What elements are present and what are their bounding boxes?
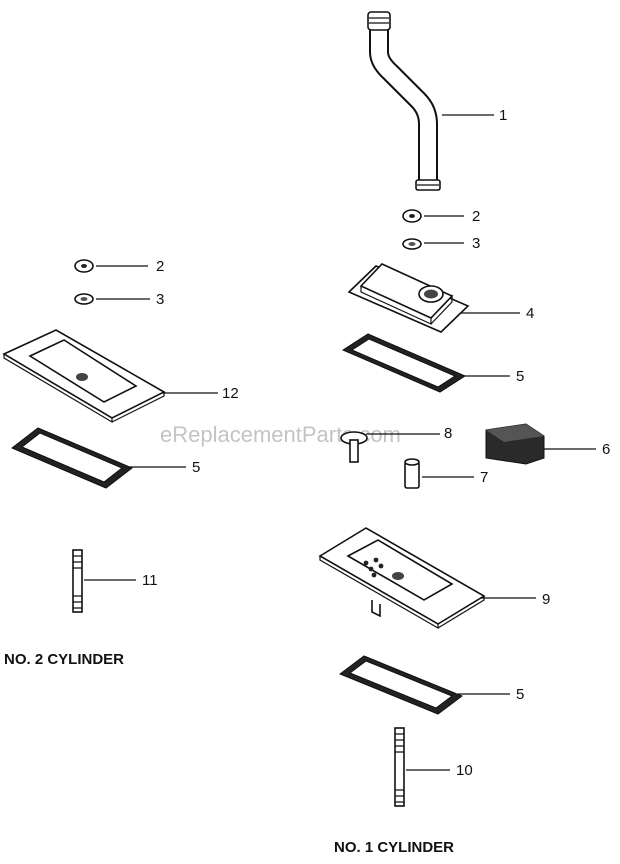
callout-spacer: 7 [480, 469, 488, 486]
group-label-no2-cylinder: NO. 2 CYLINDER [4, 651, 124, 668]
screw [340, 431, 368, 463]
breather-tube [367, 11, 441, 191]
callout-gasket-left: 5 [192, 459, 200, 476]
callout-gasket-right-lower: 5 [516, 686, 524, 703]
nut-right [402, 209, 422, 223]
spacer [404, 458, 420, 489]
cover-plate-left [2, 329, 166, 424]
callout-nut-right: 2 [472, 208, 480, 225]
reed-plate [318, 527, 486, 630]
callout-breather-cover: 4 [526, 305, 534, 322]
callout-stud-left: 11 [142, 572, 158, 589]
group-label-no1-cylinder: NO. 1 CYLINDER [334, 839, 454, 856]
stud-left [72, 549, 83, 613]
callout-breather-tube: 1 [499, 107, 507, 124]
callout-washer-right: 3 [472, 235, 480, 252]
callout-washer-left: 3 [156, 291, 164, 308]
callout-gasket-right-upper: 5 [516, 368, 524, 385]
breather-element [485, 423, 545, 465]
callout-nut-left: 2 [156, 258, 164, 275]
callout-reed-plate: 9 [542, 591, 550, 608]
washer-left [74, 293, 94, 305]
breather-cover [347, 263, 470, 333]
gasket-left [11, 427, 133, 489]
nut-left [74, 259, 94, 273]
washer-right [402, 238, 422, 250]
gasket-right-upper [341, 333, 467, 393]
stud-right [394, 727, 405, 807]
callout-element: 6 [602, 441, 610, 458]
callout-stud-right: 10 [456, 762, 473, 779]
callout-screw: 8 [444, 425, 452, 442]
gasket-right-lower [338, 655, 464, 715]
callout-cover-plate-left: 12 [222, 385, 239, 402]
